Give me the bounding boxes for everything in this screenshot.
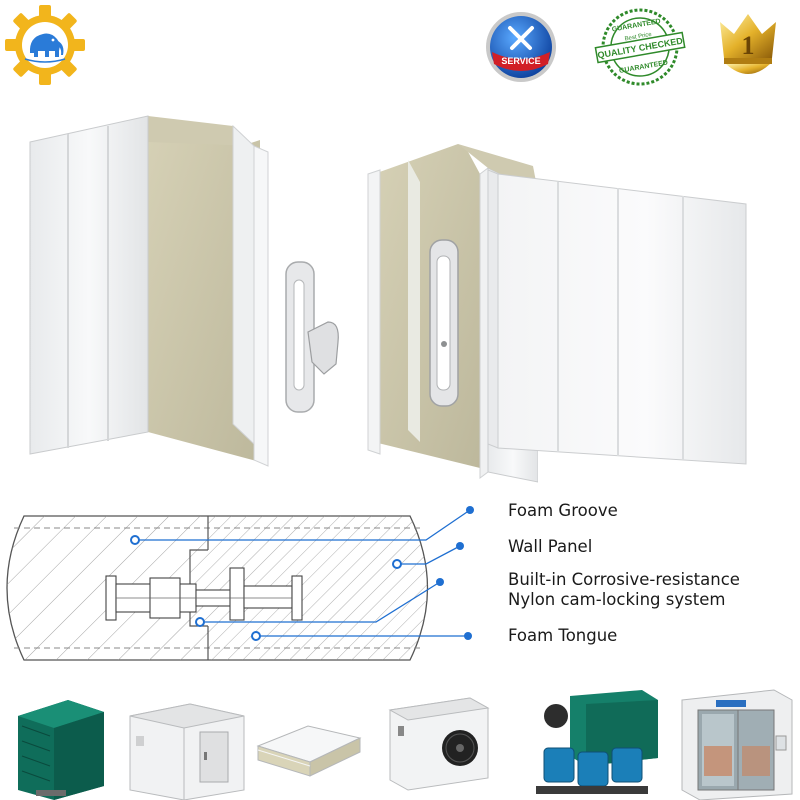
elephant-gear-logo-icon [5,5,85,85]
service-badge-icon: SERVICE [486,12,556,82]
foam-tongue-label: Foam Tongue [508,626,618,645]
quality-checked-stamp-icon: GUARANTEED Best Price QUALITY CHECKED GU… [594,8,686,86]
evaporator-unit-icon [388,697,490,791]
compressor-unit-icon [536,690,658,794]
svg-text:1: 1 [742,31,755,60]
svg-text:GUARANTEED: GUARANTEED [619,59,669,74]
locking-system-label-line2: Nylon cam-locking system [508,590,726,609]
cold-room-display-icon [681,689,793,800]
sandwich-panel-illustration [29,115,538,483]
locking-system-label-line1: Built-in Corrosive-resistance [508,570,740,589]
service-text: SERVICE [501,56,540,66]
wall-panel-label: Wall Panel [508,537,593,556]
sandwich-panel-icon [256,725,362,777]
svg-text:GUARANTEED: GUARANTEED [611,18,661,33]
left-panel [29,115,339,467]
foam-groove-label: Foam Groove [508,501,618,520]
condenser-unit-icon [18,700,104,800]
product-strip [0,686,800,800]
svg-text:Best Price: Best Price [624,32,653,43]
cam-lock-cross-section [6,506,474,661]
right-panel-face [488,169,747,465]
gold-first-place-icon: 1 [720,14,776,74]
cold-room-frame-icon [129,703,245,800]
